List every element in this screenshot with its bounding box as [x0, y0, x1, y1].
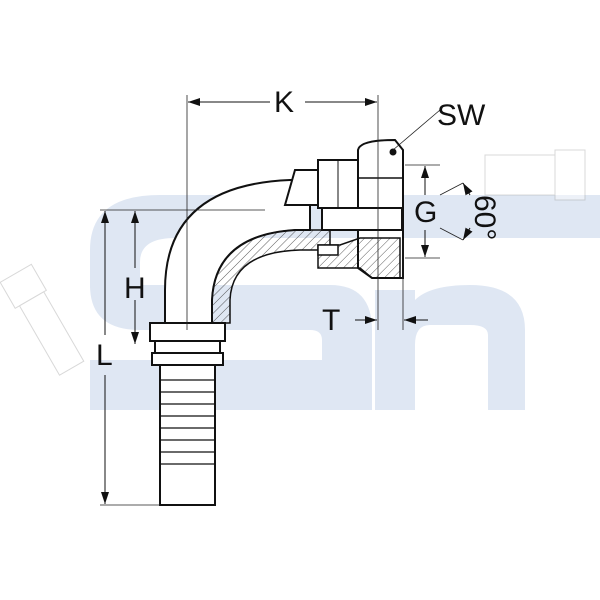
- dimension-h: H: [124, 272, 146, 305]
- side-fitting-right: [484, 149, 586, 201]
- dimension-sw: SW: [437, 99, 486, 132]
- fitting-body: [149, 138, 404, 506]
- dimension-k: K: [274, 86, 294, 119]
- side-fitting-left: [0, 263, 85, 376]
- dimension-g: G: [414, 196, 437, 229]
- dimension-lines: [100, 95, 473, 506]
- dimension-t: T: [322, 304, 340, 337]
- dimension-l: L: [96, 339, 113, 372]
- dimension-angle: 60°: [468, 195, 501, 240]
